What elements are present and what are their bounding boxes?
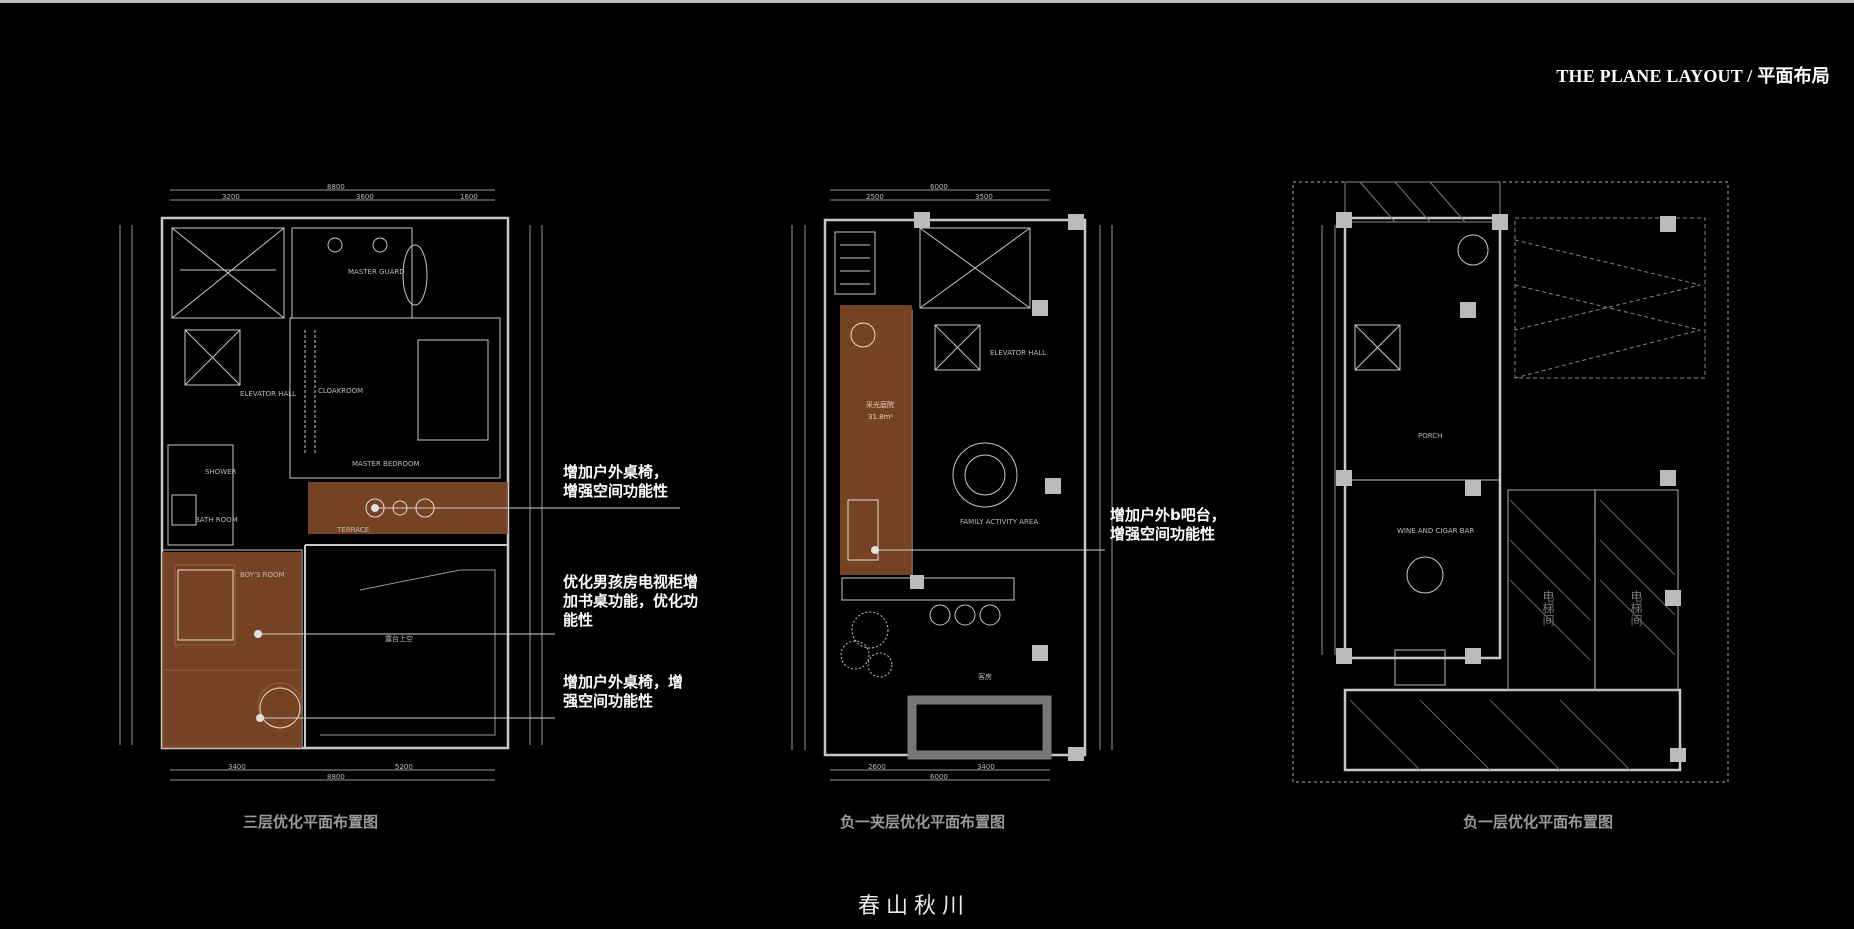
- room-label: FAMILY ACTIVITY AREA: [960, 518, 1039, 526]
- room-label: 31.8m²: [868, 413, 894, 421]
- annotation-boys-room: 优化男孩房电视柜增加书桌功能，优化功能性: [563, 573, 699, 629]
- plan-b1-mezzanine: [791, 189, 1113, 781]
- highlight-courtyard-b1m: [840, 305, 912, 575]
- dimension-label: 1600: [460, 193, 478, 201]
- room-label: 电梯间: [1541, 590, 1555, 626]
- room-label: 客房: [978, 673, 992, 681]
- room-label: ELEVATOR HALL: [240, 390, 297, 398]
- room-label: MASTER GUARD: [348, 268, 405, 276]
- dimension-label: 2600: [868, 763, 886, 771]
- dimension-label: 6000: [930, 773, 948, 781]
- room-label: 电梯间: [1629, 590, 1643, 626]
- dimension-label: 3200: [222, 193, 240, 201]
- room-label: SHOWER: [205, 468, 237, 476]
- dimension-label: 8800: [327, 183, 345, 191]
- dimension-label: 3600: [356, 193, 374, 201]
- page-title: THE PLANE LAYOUT / 平面布局: [1556, 66, 1830, 86]
- room-label: 露台上空: [385, 635, 413, 643]
- caption-plan-b1: 负一层优化平面布置图: [1463, 813, 1614, 831]
- dimension-label: 3500: [975, 193, 993, 201]
- room-label: WINE AND CIGAR BAR: [1397, 527, 1475, 535]
- annotation-courtyard-b1m: 增加户外b吧台，增强空间功能性: [1110, 506, 1226, 543]
- dimension-label: 6000: [930, 183, 948, 191]
- room-label: BATH ROOM: [195, 516, 238, 524]
- room-label: PORCH: [1418, 432, 1443, 440]
- highlight-boys-room: [162, 552, 302, 670]
- room-label: BOY'S ROOM: [240, 571, 285, 579]
- room-label: 采光庭院: [866, 401, 894, 409]
- dimension-label: 5200: [395, 763, 413, 771]
- room-label: CLOAKROOM: [318, 387, 364, 395]
- room-label: TERRACE: [337, 526, 370, 534]
- caption-plan-3f: 三层优化平面布置图: [243, 813, 379, 831]
- room-label: MASTER BEDROOM: [352, 460, 420, 468]
- top-rule: [0, 0, 1854, 3]
- plan-b1: [1292, 181, 1729, 783]
- dimension-label: 2500: [866, 193, 884, 201]
- dimension-label: 3400: [977, 763, 995, 771]
- caption-plan-b1-mezzanine: 负一夹层优化平面布置图: [840, 813, 1006, 831]
- dimension-label: 8800: [327, 773, 345, 781]
- room-label: ELEVATOR HALL: [990, 349, 1047, 357]
- dimension-label: 3400: [228, 763, 246, 771]
- highlight-balcony-3f: [162, 670, 302, 748]
- annotation-balcony-3f: 增加户外桌椅，增强空间功能性: [563, 673, 684, 710]
- brand-logo: 春山秋川: [858, 894, 971, 919]
- annotation-terrace-3f: 增加户外桌椅，增强空间功能性: [563, 463, 669, 500]
